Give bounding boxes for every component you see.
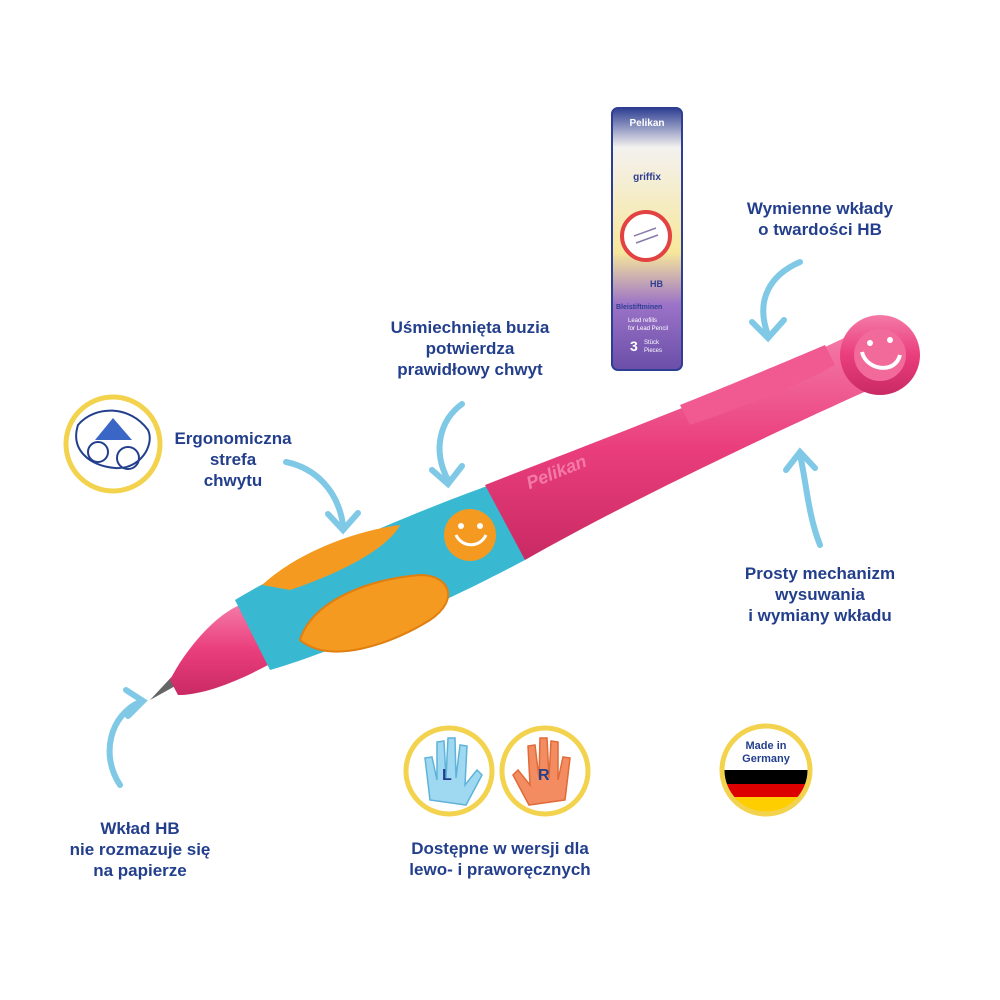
arrow-grip xyxy=(283,459,346,528)
label-refills-line1: Wymienne wkłady xyxy=(746,199,894,218)
right-hand-badge xyxy=(499,725,591,817)
package-subtitle-1: Lead refills xyxy=(628,318,658,324)
package-count: 3 xyxy=(630,338,638,354)
arrow-mechanism xyxy=(797,452,823,548)
grip-badge xyxy=(63,394,163,494)
label-refills-line2: o twardości HB xyxy=(758,220,882,239)
package-subtitle-2: for Lead Pencil xyxy=(628,326,669,332)
package-brand: Pelikan xyxy=(629,118,665,129)
arrow-smiley-head xyxy=(429,463,465,489)
arrow-lead xyxy=(106,699,143,788)
label-smiley-line1: Uśmiechnięta buzia xyxy=(390,318,550,337)
arrow-smiley xyxy=(436,401,465,483)
label-lead: Wkład HB nie rozmazuje się na papierze xyxy=(50,818,230,881)
label-mechanism-line2: wysuwania xyxy=(775,585,865,604)
left-hand-letter: L xyxy=(442,767,452,784)
package-hardness: HB xyxy=(650,279,663,289)
label-hands-line2: lewo- i praworęcznych xyxy=(409,860,591,879)
made-in-line2: Germany xyxy=(742,753,790,765)
label-smiley-line2: potwierdza xyxy=(425,339,515,358)
made-in-germany-text: Made in Germany xyxy=(728,740,804,766)
arrow-refills xyxy=(760,259,803,338)
label-refills: Wymienne wkłady o twardości HB xyxy=(720,198,920,240)
label-lead-line1: Wkład HB xyxy=(100,819,180,838)
made-in-line1: Made in xyxy=(745,740,787,752)
label-grip-line2: strefa xyxy=(209,450,257,469)
package-count-label-1: Stück xyxy=(644,340,660,346)
label-lead-line3: na papierze xyxy=(93,861,187,880)
arrow-refills-head xyxy=(749,317,787,343)
package-product: griffix xyxy=(633,172,661,183)
package-title: Bleistiftminen xyxy=(616,304,663,311)
label-grip-line3: chwytu xyxy=(203,471,263,490)
germany-badge xyxy=(719,723,813,817)
package-count-label-2: Pieces xyxy=(644,348,663,354)
label-grip: Ergonomiczna strefa chwytu xyxy=(158,428,308,491)
label-hands-line1: Dostępne w wersji dla xyxy=(411,839,589,858)
label-mechanism: Prosty mechanizm wysuwania i wymiany wkł… xyxy=(720,563,920,626)
label-smiley-line3: prawidłowy chwyt xyxy=(397,360,543,379)
arrows xyxy=(106,259,823,788)
arrow-grip-head xyxy=(325,510,361,535)
right-hand-letter: R xyxy=(538,767,550,784)
label-mechanism-line3: i wymiany wkładu xyxy=(748,606,892,625)
label-lead-line2: nie rozmazuje się xyxy=(69,840,211,859)
arrow-lead-head xyxy=(123,687,148,719)
left-hand-badge xyxy=(403,725,495,817)
label-smiley: Uśmiechnięta buzia potwierdza prawidłowy… xyxy=(370,317,570,380)
pencil xyxy=(150,315,920,700)
arrow-mechanism-head xyxy=(783,447,818,473)
label-hands: Dostępne w wersji dla lewo- i praworęczn… xyxy=(390,838,610,880)
refill-package xyxy=(611,107,683,371)
label-grip-line1: Ergonomiczna xyxy=(174,429,292,448)
label-mechanism-line1: Prosty mechanizm xyxy=(744,564,896,583)
